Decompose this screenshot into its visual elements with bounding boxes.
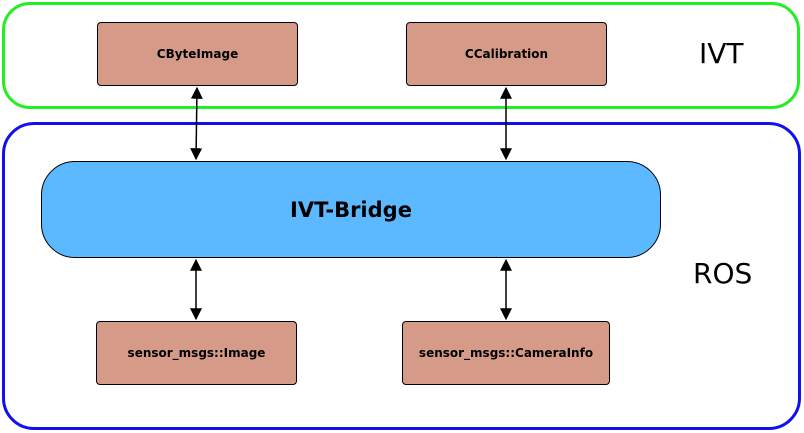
ivt-bridge-node: IVT-Bridge [41,161,661,258]
sensor-camerainfo-node: sensor_msgs::CameraInfo [402,321,610,385]
ccalibration-node: CCalibration [406,22,607,86]
ros-group-label: ROS [693,257,753,290]
cbyteimage-node: CByteImage [97,22,298,86]
ivt-group-label: IVT [699,37,744,70]
sensor-image-node: sensor_msgs::Image [96,321,297,385]
